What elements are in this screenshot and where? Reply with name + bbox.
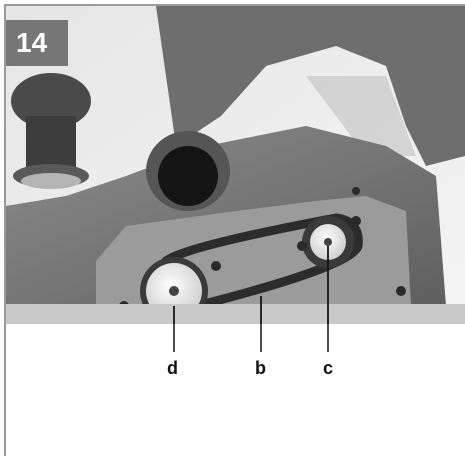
figure-number-badge: 14	[6, 20, 68, 66]
frame-top-rule	[4, 4, 465, 6]
callout-label-d: d	[167, 358, 178, 378]
callout-label-c: c	[323, 358, 334, 378]
frame-left-rule	[4, 4, 6, 456]
planer-belt-drive-photo	[6, 6, 465, 324]
callout-label-b: b	[255, 358, 266, 378]
